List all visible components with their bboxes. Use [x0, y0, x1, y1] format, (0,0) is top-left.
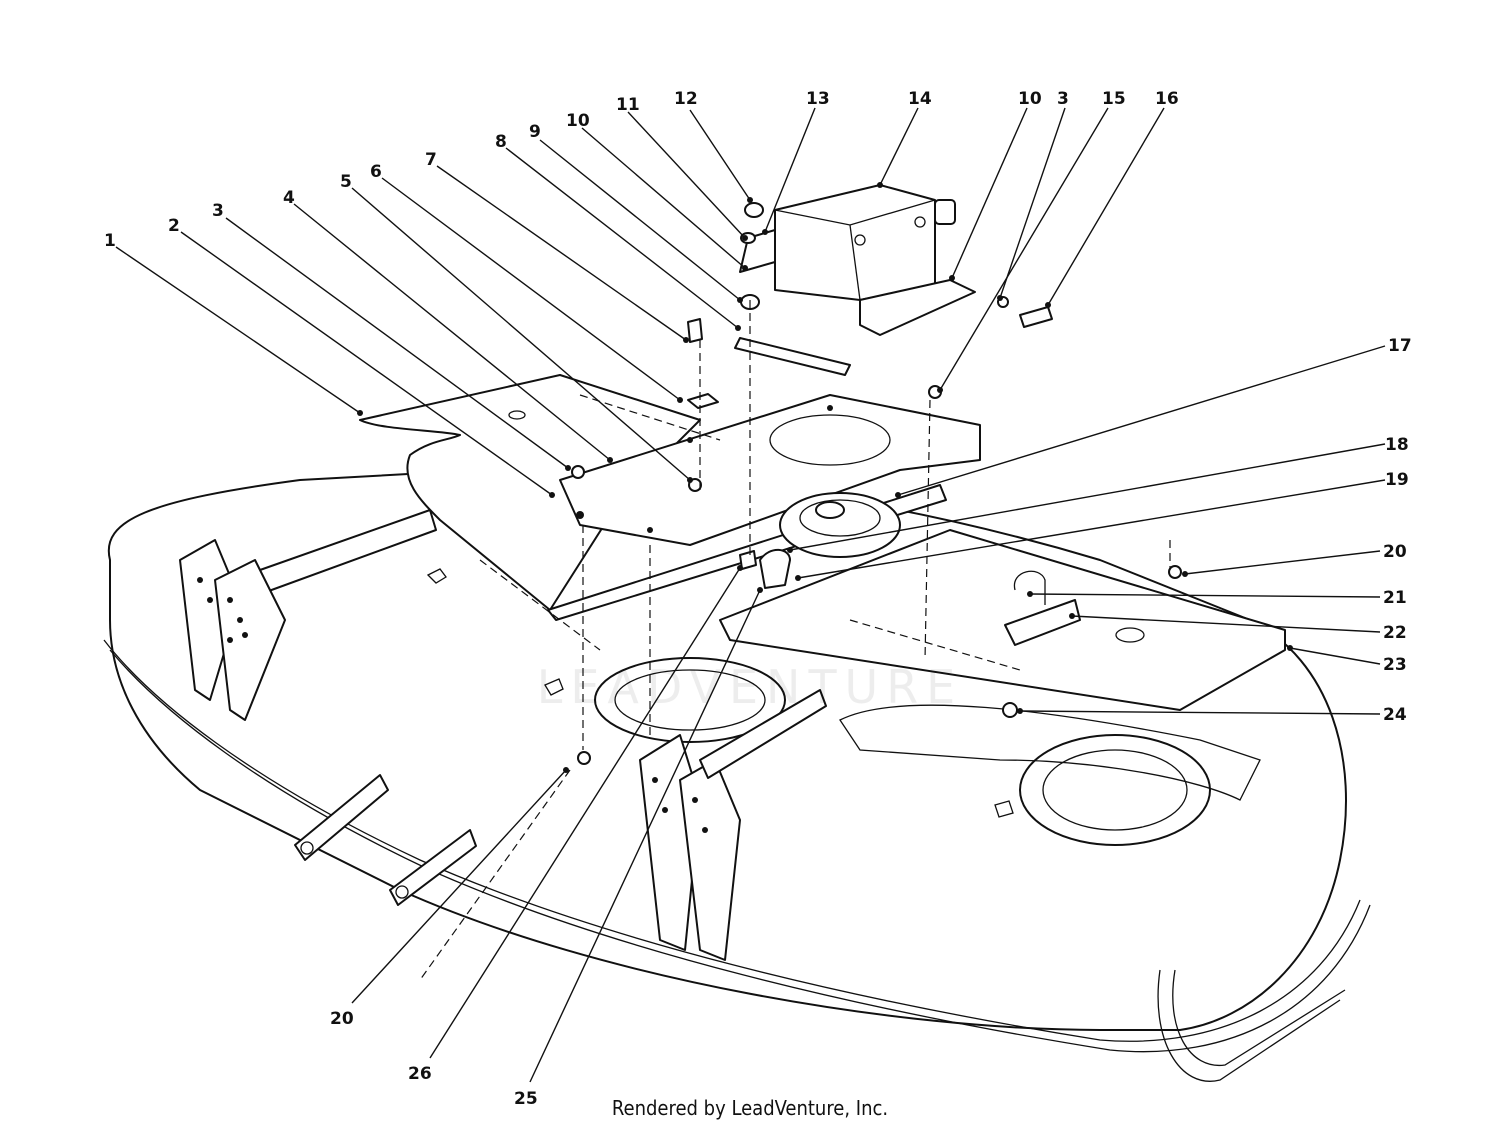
callout-7: 7 [425, 150, 437, 170]
callout-4: 4 [283, 188, 295, 208]
callout-24: 24 [1383, 705, 1407, 725]
hardware-fasteners [571, 202, 1182, 765]
callout-11: 11 [616, 95, 640, 115]
callout-10: 10 [1018, 89, 1042, 109]
callout-13: 13 [806, 89, 830, 109]
leader-lines [115, 107, 1386, 1083]
alignment-lines [419, 300, 1171, 981]
callout-12: 12 [674, 89, 698, 109]
callout-3: 3 [1057, 89, 1069, 109]
callout-8: 8 [495, 132, 507, 152]
callout-3: 3 [212, 201, 224, 221]
callout-6: 6 [370, 162, 382, 182]
callout-14: 14 [908, 89, 932, 109]
callout-9: 9 [529, 122, 541, 142]
callout-26: 26 [408, 1064, 432, 1084]
belt-guard-plate [719, 529, 1286, 711]
callout-25: 25 [514, 1089, 538, 1109]
callout-5: 5 [340, 172, 352, 192]
callout-15: 15 [1102, 89, 1126, 109]
callout-23: 23 [1383, 655, 1407, 675]
belt-cover-plate [359, 374, 701, 611]
callout-22: 22 [1383, 623, 1407, 643]
footer-credit: Rendered by LeadVenture, Inc. [611, 1096, 889, 1120]
callout-2: 2 [168, 216, 180, 236]
callout-16: 16 [1155, 89, 1179, 109]
callout-19: 19 [1385, 470, 1409, 490]
callout-20: 20 [1383, 542, 1407, 562]
callout-labels: 1 2 3 4 5 6 7 8 9 10 11 12 13 14 10 3 15… [104, 89, 1412, 1109]
gearbox-housing [739, 184, 976, 336]
callout-1: 1 [104, 231, 116, 251]
callout-20: 20 [330, 1009, 354, 1029]
idler-pulley [779, 492, 901, 558]
callout-18: 18 [1385, 435, 1409, 455]
callout-21: 21 [1383, 588, 1407, 608]
callout-10: 10 [566, 111, 590, 131]
callout-17: 17 [1388, 336, 1412, 356]
